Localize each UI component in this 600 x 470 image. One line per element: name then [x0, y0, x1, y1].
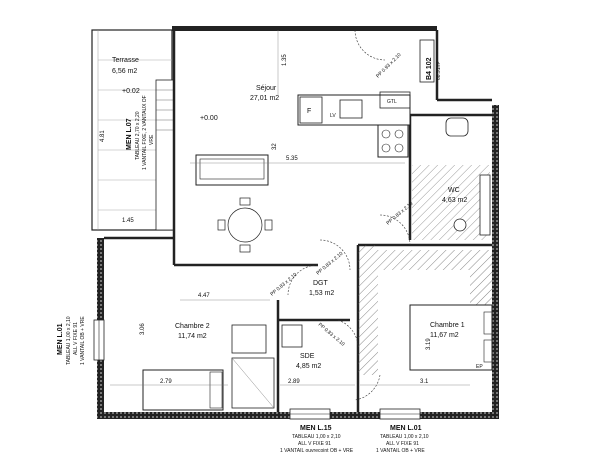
- dim-319: 3.19: [426, 338, 432, 350]
- dim-145: 1.45: [122, 218, 134, 224]
- dining-table: [217, 197, 273, 253]
- fridge: [299, 96, 323, 124]
- cooktop: [377, 124, 409, 158]
- svg-text:MEN L.01: MEN L.01: [390, 425, 422, 432]
- dim-135: 1.35: [282, 54, 288, 66]
- room-dgt-area: 1,53 m2: [309, 290, 334, 297]
- room-sde-name: SDE: [300, 353, 315, 360]
- outer-wall-right: [492, 105, 499, 419]
- svg-text:ALL V FIXE 91: ALL V FIXE 91: [386, 441, 419, 447]
- hatched-ch1-zone: [378, 250, 492, 270]
- sde-cabinet: [281, 324, 303, 348]
- room-sejour-area: 27,01 m2: [250, 95, 279, 102]
- dim-31: 3.1: [420, 379, 429, 385]
- window-label-men07: MEN L.07 TABLEAU 2,70 x 2,20 1 VANTAIL F…: [126, 95, 155, 170]
- room-sejour-level: +0.00: [200, 115, 218, 122]
- svg-text:ALL V FIXE 91: ALL V FIXE 91: [73, 322, 79, 355]
- svg-text:1 VANTAIL OB + VRE: 1 VANTAIL OB + VRE: [80, 316, 86, 365]
- dim-32: 32: [272, 143, 278, 150]
- svg-text:TABLEAU 1,00 x 2,10: TABLEAU 1,00 x 2,10: [380, 434, 429, 440]
- room-chambre2-area: 11,74 m2: [178, 333, 207, 340]
- svg-text:MEN L.15: MEN L.15: [300, 425, 332, 432]
- door-tag-dgt: PP 0.83 x 2.10: [315, 251, 344, 277]
- window-men07: [155, 79, 175, 231]
- sofa: [195, 154, 269, 186]
- dim-447: 4.47: [198, 293, 210, 299]
- dim-481: 4.81: [100, 130, 106, 142]
- wc-shelf: [479, 174, 491, 236]
- dim-289: 2.89: [288, 379, 300, 385]
- gtl-box: [379, 91, 411, 109]
- window-label-men15: MEN L.15 TABLEAU 1,00 x 2,10 ALL V FIXE …: [280, 425, 354, 454]
- svg-text:ALL V FIXE 91: ALL V FIXE 91: [298, 441, 331, 447]
- room-terrasse-level: +0.02: [122, 88, 140, 95]
- door-tag-sde: PP 0.83 x 2.10: [317, 322, 346, 348]
- door-swings: [287, 29, 411, 401]
- bed-chambre-2: [142, 369, 224, 411]
- room-chambre1-name: Chambre 1: [430, 322, 465, 329]
- dim-535: 5.35: [286, 156, 298, 162]
- room-sde-area: 4,85 m2: [296, 363, 321, 370]
- room-terrasse-area: 6,56 m2: [112, 68, 137, 75]
- window-label-men01-bottom: MEN L.01 TABLEAU 1,00 x 2,10 ALL V FIXE …: [376, 425, 429, 454]
- svg-text:TABLEAU 1,00 x 2,10: TABLEAU 1,00 x 2,10: [66, 316, 72, 365]
- dim-279: 2.79: [160, 379, 172, 385]
- svg-text:1 VANTAIL ouvrecoint OB + VRE: 1 VANTAIL ouvrecoint OB + VRE: [280, 448, 354, 454]
- svg-text:1 VANTAIL OB + VRE: 1 VANTAIL OB + VRE: [376, 448, 425, 454]
- wc-toilet: [445, 117, 469, 137]
- sink-label: LV: [330, 113, 336, 119]
- dim-306: 3.06: [140, 323, 146, 335]
- apartment-label: B4 102 68.91m²: [419, 39, 442, 83]
- room-terrasse-name: Terrasse: [112, 57, 139, 64]
- room-dgt-name: DGT: [313, 280, 329, 287]
- svg-text:MEN L.07: MEN L.07: [126, 118, 133, 150]
- svg-text:TABLEAU 2,70 x 2,20: TABLEAU 2,70 x 2,20: [135, 111, 141, 160]
- door-tag-ch2: PP 0.83 x 2.10: [269, 272, 298, 298]
- svg-text:MEN L.01: MEN L.01: [57, 323, 64, 355]
- sink: [339, 99, 363, 119]
- outer-wall-top: [172, 26, 437, 31]
- room-wc-name: WC: [448, 187, 460, 194]
- apartment-area: 68.91m²: [436, 61, 442, 80]
- ep-label: EP: [476, 364, 483, 370]
- svg-text:TABLEAU 1,00 x 2,10: TABLEAU 1,00 x 2,10: [292, 434, 341, 440]
- hatched-wc-zone: [412, 165, 490, 240]
- sde-basin: [231, 324, 267, 354]
- room-chambre2-name: Chambre 2: [175, 323, 210, 330]
- bed-chambre-1: [409, 304, 493, 371]
- room-sejour-name: Séjour: [256, 85, 277, 92]
- room-chambre1-area: 11,67 m2: [430, 332, 459, 339]
- svg-text:1 VANTAIL FIXE, 2 VANTAUX OF: 1 VANTAIL FIXE, 2 VANTAUX OF: [142, 95, 148, 170]
- door-tag-sejour: PP 0.93 x 2.10: [375, 52, 403, 80]
- hatched-dgt-zone: [358, 245, 378, 375]
- room-wc-area: 4,63 m2: [442, 197, 467, 204]
- window-label-men01-left: MEN L.01 TABLEAU 1,00 x 2,10 ALL V FIXE …: [57, 316, 86, 365]
- gtl-label: GTL: [387, 99, 397, 105]
- svg-text:VRE: VRE: [149, 134, 155, 145]
- apartment-code: B4 102: [426, 57, 433, 80]
- fridge-label: F: [307, 108, 311, 115]
